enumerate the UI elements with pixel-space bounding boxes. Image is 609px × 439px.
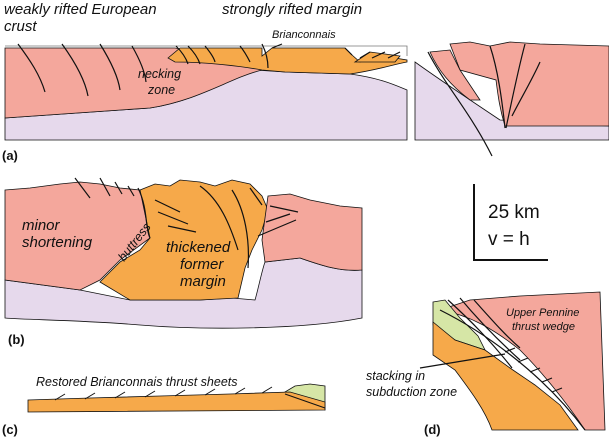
thickened-margin-b [99,179,269,301]
faults-b [74,177,299,269]
label-stacking-2: subduction zone [366,385,457,399]
panel-label-a: (a) [2,148,18,163]
scale-bar: 25 km v = h [473,184,548,261]
label-upper-pennine-1: Upper Pennine [506,307,579,319]
label-weakly-rifted-1: weakly rifted European [4,1,157,18]
faults-c [54,386,326,409]
panel-c [27,383,326,413]
label-minor-2: shortening [22,234,93,251]
label-strongly-rifted: strongly rifted margin [222,1,362,18]
label-brianconnais: Brianconnais [272,29,336,41]
faults-a-right [427,43,541,157]
label-stacking-1: stacking in [366,369,425,383]
panel-a [4,41,609,157]
crust-b-right [261,193,363,271]
label-thickened-2: former [180,256,224,273]
label-restored: Restored Brianconnais thrust sheets [36,375,238,389]
panel-label-b: (b) [8,332,25,347]
scale-bar-line [473,184,548,261]
label-necking-1: necking [138,67,181,81]
crust-a-right-wedge [429,49,481,101]
panel-b [4,177,363,329]
faults-a-left [17,43,401,97]
restored-sheets-c [27,391,326,413]
label-necking-2: zone [147,83,175,97]
panel-label-d: (d) [424,422,441,437]
panel-d [419,291,606,431]
faults-d [419,297,586,431]
surface-line-a [5,45,408,56]
panel-label-c: (c) [2,422,18,437]
label-upper-pennine-2: thrust wedge [512,321,575,333]
label-minor-1: minor [22,217,61,234]
label-weakly-rifted-2: crust [4,18,37,35]
label-thickened-3: margin [180,273,226,290]
scale-ratio: v = h [488,229,530,250]
scale-length: 25 km [488,202,540,223]
wedge-d [439,291,606,431]
label-thickened-1: thickened [166,239,231,256]
slab-d [432,321,579,431]
mantle-b [4,257,363,329]
